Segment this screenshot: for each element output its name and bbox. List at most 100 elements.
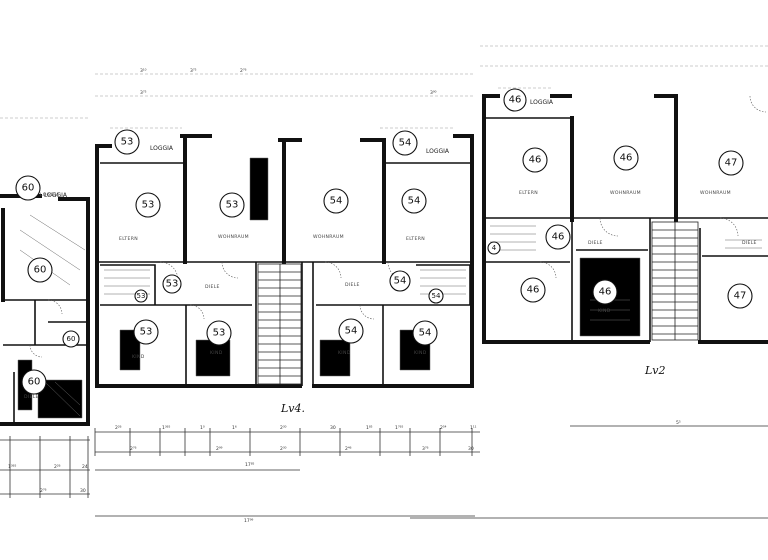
area-circle-label: 46 — [527, 285, 540, 296]
dim-text: 30 — [468, 446, 474, 452]
dim-text: 1⁶ — [232, 425, 237, 431]
dim-text: 30 — [80, 488, 86, 494]
area-circle-label: 54 — [330, 196, 343, 207]
dim-text: 2⁷⁶ — [130, 446, 137, 452]
room-label-kind: KIND — [598, 308, 611, 314]
area-circle-ring — [545, 224, 571, 250]
area-circle-label: 54 — [394, 276, 407, 287]
room-label-eltern: ELTERN — [119, 236, 138, 242]
dim-text: 1⁰ — [200, 425, 205, 431]
area-circle: 53 — [134, 289, 148, 303]
area-circle-label: 47 — [725, 158, 738, 169]
room-label-diele: DIELE — [205, 284, 220, 290]
room-label-wohnraum: WOHNRAUM — [313, 234, 344, 240]
area-circle-ring — [727, 283, 753, 309]
area-circle: 54 — [428, 288, 444, 304]
room-label-loggia: DIELE — [24, 394, 39, 400]
room-label-loggia: LOGGIA — [40, 192, 60, 198]
area-circle-ring — [135, 192, 161, 218]
area-circle-label: 53 — [140, 327, 153, 338]
area-circle: 54 — [412, 320, 438, 346]
area-circle: 60 — [21, 369, 47, 395]
area-circle-ring — [15, 175, 41, 201]
dim-text: 2⁴⁶ — [345, 446, 352, 452]
area-circle-label: 46 — [509, 95, 522, 106]
area-circle: 53 — [219, 192, 245, 218]
room-label-wohnraum: WOHNRAUM — [610, 190, 641, 196]
dim-text: 1¹¹ — [470, 425, 477, 431]
loggia-label: LOGGIA — [44, 192, 68, 199]
room-label-eltern: ELTERN — [406, 236, 425, 242]
area-circle-label: 60 — [67, 335, 76, 343]
area-circle: 54 — [401, 188, 427, 214]
dim-text: 2⁹⁹ — [216, 446, 223, 452]
block-lv4 — [95, 127, 474, 388]
dimension-lines: 2²⁶ 1³⁶⁵ 1⁰ 1⁶ 2³⁰ 30 1⁸⁵ 1⁷⁶⁵ 2⁵⁴ 1¹¹ 2… — [0, 45, 768, 524]
flat-60 — [0, 194, 90, 426]
area-circle-label: 53 — [137, 292, 146, 300]
area-circle: 54 — [338, 318, 364, 344]
room-label-eltern: ELTERN — [519, 190, 538, 196]
room-label-wohnraum: WOHNRAUM — [218, 234, 249, 240]
area-circle-ring — [428, 288, 444, 304]
room-label-diele: DIELE — [588, 240, 603, 246]
area-circle-ring — [718, 150, 744, 176]
dim-text: 2⁷⁶ — [40, 488, 47, 494]
loggia-label: LOGGIA — [530, 99, 554, 106]
area-circle: 53 — [114, 129, 140, 155]
block-label-left: Lv4. — [280, 402, 305, 415]
dim-text: 2⁵⁴ — [440, 425, 447, 431]
room-label-diele: DIELE — [742, 240, 757, 246]
area-circle: 53 — [133, 319, 159, 345]
dim-text: 3⁹⁰ — [430, 90, 437, 96]
area-circle-ring — [162, 274, 182, 294]
loggia-label: LOGGIA — [426, 148, 450, 155]
area-circle-label: 54 — [345, 326, 358, 337]
area-circle: 4 — [487, 241, 501, 255]
dim-text: 1³⁶⁵ — [8, 464, 16, 470]
area-circle: 60 — [15, 175, 41, 201]
area-circle-label: 46 — [552, 232, 565, 243]
area-circle: 54 — [389, 270, 411, 292]
dim-text: 1⁸⁵ — [366, 425, 373, 431]
dim-text: 30 — [330, 425, 336, 431]
area-circle: 54 — [323, 188, 349, 214]
dim-text: 2²⁶ — [115, 425, 122, 431]
dim-text: 2³⁰ — [280, 425, 287, 431]
area-circle: 60 — [27, 257, 53, 283]
dim-text: 2²⁶ — [54, 464, 61, 470]
area-circle: 60 — [62, 330, 80, 348]
area-circle: 53 — [135, 192, 161, 218]
area-circle-ring — [62, 330, 80, 348]
area-circle-ring — [389, 270, 411, 292]
area-circle-ring — [21, 369, 47, 395]
area-circle-label: 53 — [142, 200, 155, 211]
block-label-right: Lv2 — [644, 364, 666, 377]
area-circle-ring — [323, 188, 349, 214]
dim-text: 1³⁶⁵ — [162, 425, 170, 431]
dim-text: 3¹⁰ — [140, 68, 147, 74]
room-label-diele: DIELE — [345, 282, 360, 288]
area-circle-ring — [219, 192, 245, 218]
room-label-kind: KIND — [210, 350, 223, 356]
dim-text: 3⁷⁵ — [140, 90, 147, 96]
dim-text: 3⁷⁵ — [190, 68, 197, 74]
block-lv2 — [482, 87, 768, 344]
area-circle: 46 — [613, 145, 639, 171]
dim-text: 1⁷⁶⁵ — [395, 425, 403, 431]
dim-text: 2⁷⁶ — [240, 68, 247, 74]
room-label-kind: KIND — [338, 350, 351, 356]
area-circle-ring — [412, 320, 438, 346]
area-circle-ring — [503, 88, 527, 112]
area-circle: 47 — [727, 283, 753, 309]
area-circle-label: 53 — [166, 279, 179, 290]
area-circle-label: 60 — [28, 377, 41, 388]
area-circle: 46 — [522, 147, 548, 173]
dim-text: 3⁷⁶ — [422, 446, 429, 452]
area-circle-label: 46 — [620, 153, 633, 164]
area-circle-label: 60 — [22, 183, 35, 194]
area-circle: 53 — [206, 320, 232, 346]
area-circle-ring — [392, 130, 418, 156]
